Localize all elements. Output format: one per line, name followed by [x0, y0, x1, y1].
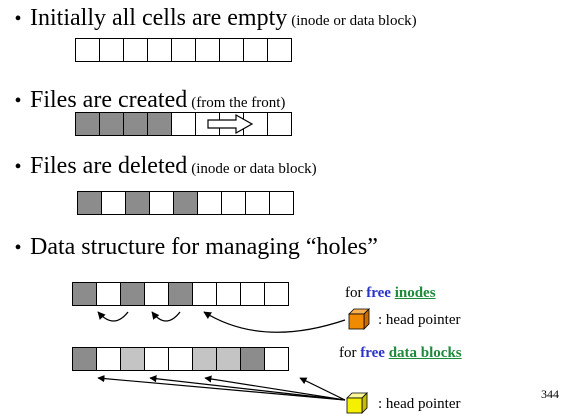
empty-cell	[101, 191, 126, 215]
bullet-main-text: Data structure for managing “holes”	[30, 234, 378, 260]
used-cell	[125, 191, 150, 215]
right-arrow-icon	[207, 113, 254, 135]
bullet-created: • Files are created (from the front)	[6, 88, 285, 112]
bullet-aside-text: (from the front)	[191, 95, 286, 111]
page-number: 344	[541, 387, 559, 401]
used-cell	[72, 282, 97, 306]
head-pointer-label-inodes: : head pointer	[378, 312, 461, 328]
used-cell	[216, 347, 241, 371]
cells-empty	[75, 38, 292, 62]
bullet-main-text: Files are deleted	[30, 153, 188, 179]
bullet-empty: • Initially all cells are empty (inode or…	[6, 5, 417, 31]
legend-free-inodes: for free inodes	[345, 285, 436, 302]
empty-cell	[269, 191, 294, 215]
orange-cube-icon	[348, 308, 370, 330]
empty-cell	[219, 38, 244, 62]
cells-deleted	[77, 191, 294, 215]
used-cell	[168, 282, 193, 306]
used-cell	[77, 191, 102, 215]
cells-free-blocks	[72, 347, 289, 371]
empty-cell	[197, 191, 222, 215]
empty-cell	[144, 282, 169, 306]
bullet-glyph: •	[14, 156, 22, 178]
empty-cell	[171, 38, 196, 62]
empty-cell	[216, 282, 241, 306]
legend-free-word: free	[360, 345, 385, 361]
bullet-holes: • Data structure for managing “holes”	[6, 234, 378, 260]
used-cell	[173, 191, 198, 215]
bullet-glyph: •	[14, 237, 22, 259]
legend-free-blocks: for free data blocks	[339, 345, 462, 362]
empty-cell	[267, 38, 292, 62]
bullet-glyph: •	[14, 8, 22, 30]
bullet-glyph: •	[14, 90, 22, 112]
empty-cell	[267, 112, 292, 136]
used-cell	[99, 112, 124, 136]
bullet-main-text: Initially all cells are empty	[30, 5, 288, 31]
yellow-cube-icon	[346, 392, 368, 414]
legend-kind-word: data blocks	[388, 345, 462, 361]
head-pointer-label-blocks: : head pointer	[378, 396, 461, 412]
bullet-main-text: Files are created	[30, 87, 188, 113]
empty-cell	[264, 282, 289, 306]
empty-cell	[192, 282, 217, 306]
legend-free-word: free	[366, 285, 391, 301]
bullet-aside-text: (inode or data block)	[191, 161, 317, 177]
empty-cell	[123, 38, 148, 62]
empty-cell	[264, 347, 289, 371]
cells-free-inodes	[72, 282, 289, 306]
block-pointer-arrows	[97, 374, 346, 401]
bullet-deleted: • Files are deleted (inode or data block)	[6, 153, 317, 179]
used-cell	[75, 112, 100, 136]
hole-link-arrows	[97, 311, 346, 333]
used-cell	[120, 282, 145, 306]
bullet-aside-text: (inode or data block)	[291, 13, 417, 29]
legend-prefix: for	[345, 285, 363, 301]
legend-prefix: for	[339, 345, 357, 361]
legend-kind-word: inodes	[394, 285, 436, 301]
